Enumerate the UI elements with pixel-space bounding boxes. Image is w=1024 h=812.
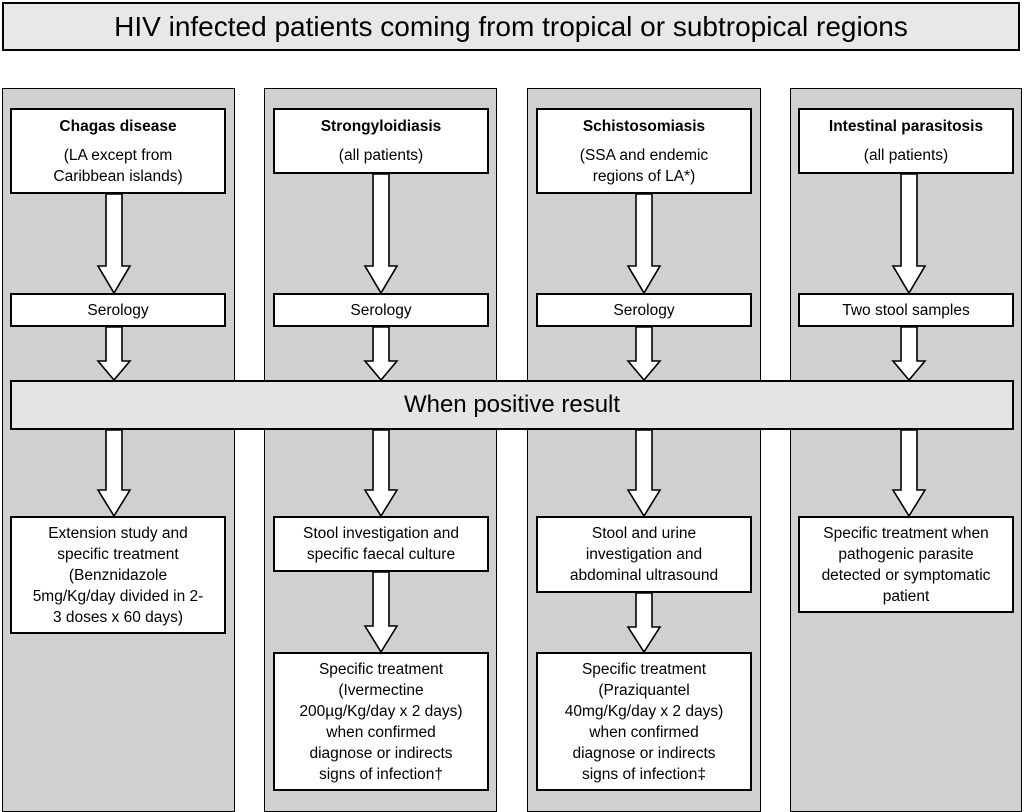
step1-box-chagas: Extension study and specific treatment (…: [10, 516, 226, 634]
test-box-schistosomiasis: Serology: [536, 293, 752, 327]
down-arrow-icon: [891, 326, 927, 382]
step1-text: Stool investigation and specific faecal …: [303, 525, 459, 563]
down-arrow-icon: [363, 571, 399, 654]
down-arrow-icon: [96, 429, 132, 518]
disease-box-schistosomiasis: Schistosomiasis (SSA and endemic regions…: [536, 108, 752, 194]
disease-box-strongyloidiasis: Strongyloidiasis (all patients): [273, 108, 489, 174]
positive-result-band: When positive result: [10, 380, 1014, 430]
down-arrow-icon: [363, 326, 399, 382]
test-label: Serology: [350, 301, 412, 319]
disease-title: Schistosomiasis: [582, 117, 706, 135]
disease-subtitle: (all patients): [863, 147, 949, 164]
down-arrow-icon: [363, 429, 399, 518]
disease-subtitle: (LA except from Caribbean islands): [53, 146, 183, 185]
disease-title: Intestinal parasitosis: [828, 118, 984, 135]
down-arrow-icon: [891, 173, 927, 295]
step1-text: Extension study and specific treatment (…: [32, 524, 204, 626]
step1-box-schistosomiasis: Stool and urine investigation and abdomi…: [536, 516, 752, 593]
step2-box-schistosomiasis: Specific treatment (Praziquantel 40mg/Kg…: [536, 652, 752, 791]
test-label: Serology: [613, 301, 675, 319]
test-label: Two stool samples: [842, 301, 970, 319]
down-arrow-icon: [626, 592, 662, 654]
test-box-strongyloidiasis: Serology: [273, 293, 489, 327]
down-arrow-icon: [891, 429, 927, 518]
disease-box-chagas: Chagas disease (LA except from Caribbean…: [10, 108, 226, 194]
step2-text: Specific treatment (Praziquantel 40mg/Kg…: [564, 660, 724, 783]
step1-box-strongyloidiasis: Stool investigation and specific faecal …: [273, 516, 489, 572]
down-arrow-icon: [363, 173, 399, 295]
down-arrow-icon: [96, 193, 132, 295]
down-arrow-icon: [626, 193, 662, 295]
disease-box-intestinal-parasitosis: Intestinal parasitosis (all patients): [798, 108, 1014, 174]
down-arrow-icon: [626, 326, 662, 382]
test-box-chagas: Serology: [10, 293, 226, 327]
disease-title: Strongyloidiasis: [320, 118, 442, 135]
step1-box-intestinal-parasitosis: Specific treatment when pathogenic paras…: [798, 516, 1014, 613]
down-arrow-icon: [96, 326, 132, 382]
step2-text: Specific treatment (Ivermectine 200µg/Kg…: [299, 660, 463, 783]
disease-subtitle: (all patients): [338, 147, 424, 164]
diagram-title: HIV infected patients coming from tropic…: [2, 2, 1020, 51]
step2-box-strongyloidiasis: Specific treatment (Ivermectine 200µg/Kg…: [273, 652, 489, 791]
test-label: Serology: [87, 301, 149, 319]
down-arrow-icon: [626, 429, 662, 518]
disease-subtitle: (SSA and endemic regions of LA*): [579, 146, 709, 185]
disease-title: Chagas disease: [59, 117, 177, 135]
step1-text: Stool and urine investigation and abdomi…: [569, 525, 719, 584]
test-box-intestinal-parasitosis: Two stool samples: [798, 293, 1014, 327]
step1-text: Specific treatment when pathogenic paras…: [821, 524, 991, 605]
